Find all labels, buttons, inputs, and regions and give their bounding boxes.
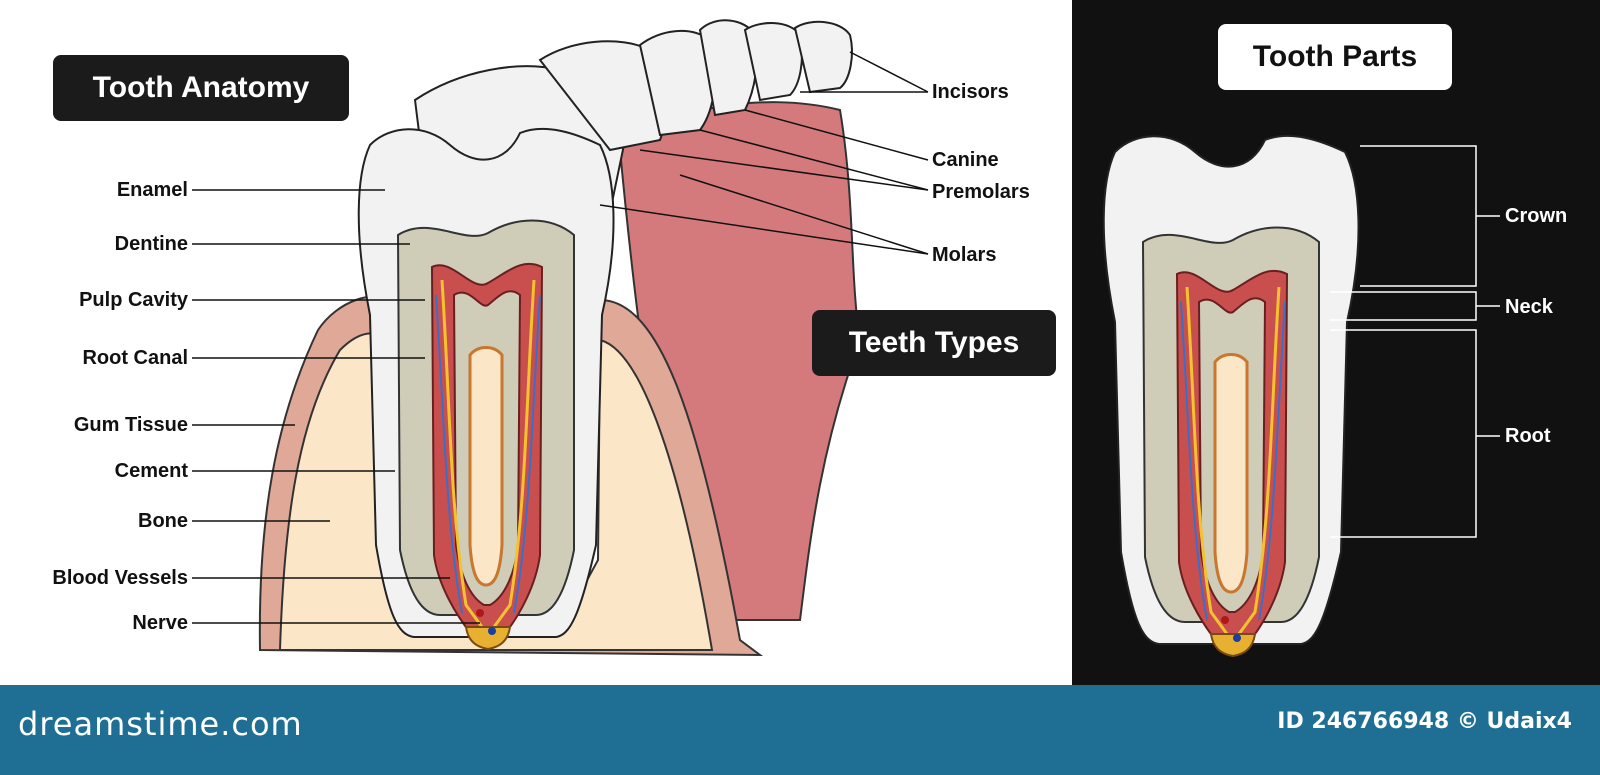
label-premolars: Premolars	[932, 181, 1030, 203]
label-crown: Crown	[1505, 205, 1568, 227]
label-cement: Cement	[114, 460, 188, 482]
title-tooth-anatomy: Tooth Anatomy	[53, 55, 349, 121]
label-molars: Molars	[932, 244, 997, 266]
label-bone: Bone	[138, 510, 188, 532]
label-enamel: Enamel	[116, 179, 188, 201]
label-root: Root	[1505, 425, 1551, 447]
types-leader-lines	[599, 51, 929, 255]
label-gum-tissue: Gum Tissue	[73, 414, 188, 436]
label-nerve: Nerve	[132, 612, 188, 634]
footer-credit: ID 246766948 © Udaix4	[1277, 709, 1572, 734]
label-pulp-cavity: Pulp Cavity	[79, 289, 188, 311]
label-neck: Neck	[1505, 296, 1553, 318]
label-dentine: Dentine	[114, 233, 188, 255]
label-blood-vessels: Blood Vessels	[52, 567, 188, 589]
label-incisors: Incisors	[932, 81, 1009, 103]
footer-bar: dreamstime.com ID 246766948 © Udaix4	[0, 685, 1600, 775]
label-canine: Canine	[932, 149, 999, 171]
jaw-cross-section	[258, 19, 862, 657]
label-root-canal: Root Canal	[82, 347, 188, 369]
title-tooth-parts: Tooth Parts	[1218, 24, 1452, 90]
title-teeth-types: Teeth Types	[812, 310, 1056, 376]
molar-tooth-section	[357, 127, 616, 651]
parts-brackets	[1330, 145, 1500, 538]
anatomy-leader-lines	[192, 189, 480, 624]
tooth-parts-tooth	[1102, 134, 1361, 658]
tooth-diagram	[192, 0, 1600, 685]
incisor-shape	[793, 20, 853, 94]
footer-brand: dreamstime.com	[18, 705, 303, 743]
